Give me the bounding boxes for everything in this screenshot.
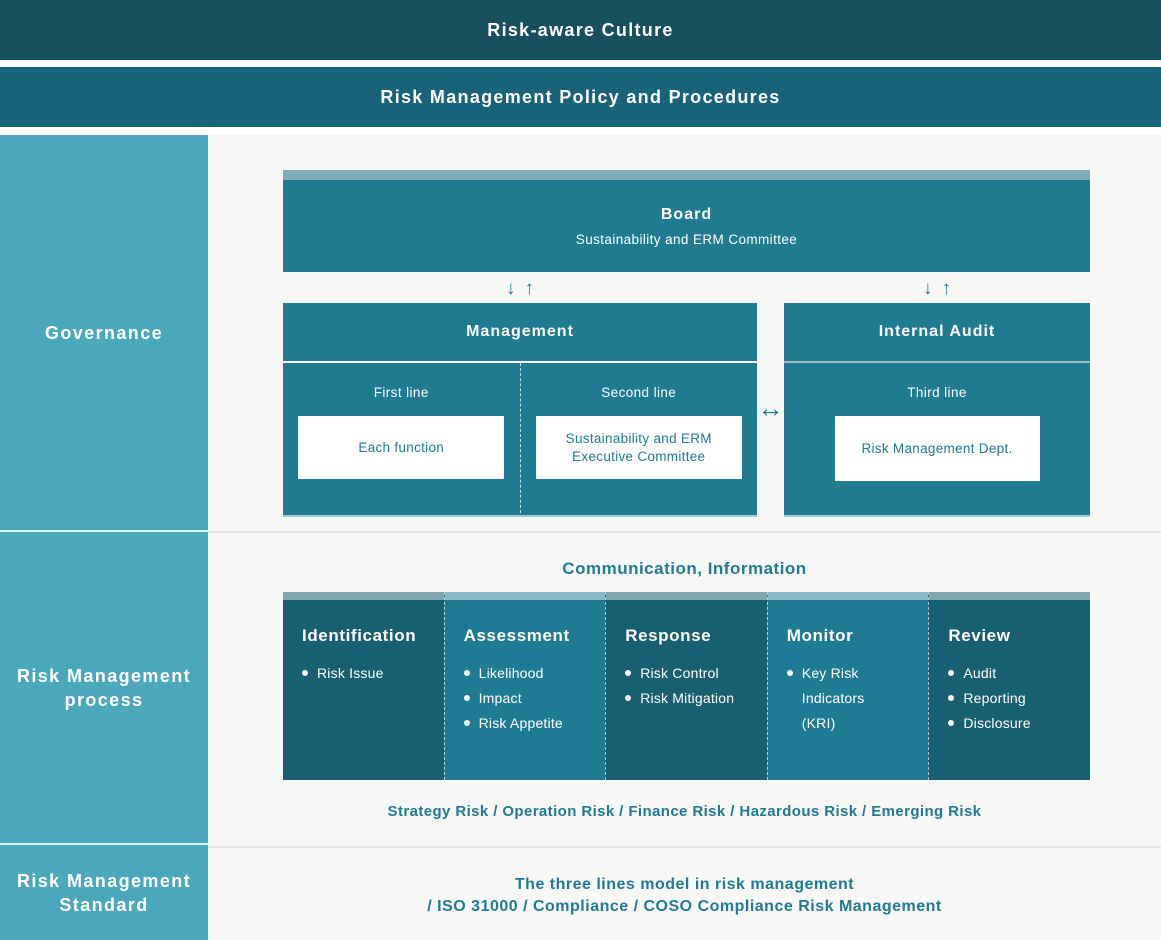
column-top-strip: [283, 592, 444, 600]
main-diagram-area: Board Sustainability and ERM Committee ↓…: [208, 135, 1161, 940]
policy-procedures-label: Risk Management Policy and Procedures: [380, 86, 781, 107]
sidebar-section-governance: Governance: [0, 135, 208, 532]
review-title: Review: [948, 626, 1011, 645]
risk-management-standard-text: The three lines model in risk management…: [208, 874, 1161, 918]
column-top-strip: [767, 592, 929, 600]
risk-aware-culture-label: Risk-aware Culture: [487, 19, 674, 40]
assessment-items: Likelihood Impact Risk Appetite: [463, 661, 606, 736]
left-right-arrow-icon: ↔: [757, 392, 784, 423]
erm-executive-committee-card: Sustainability and ERM Executive Committ…: [535, 416, 742, 479]
management-body: First line Each function Second line Sus…: [283, 363, 757, 513]
sidebar-governance-label: Governance: [44, 322, 164, 343]
board-title: Board: [660, 205, 713, 223]
sidebar-section-process: Risk Management process: [0, 532, 208, 845]
list-item: Key Risk Indicators (KRI): [786, 661, 879, 736]
sidebar-standard-label: Risk Management Standard: [16, 870, 192, 915]
risk-aware-culture-banner: Risk-aware Culture: [0, 0, 1161, 60]
board-audit-arrows: ↓ ↑: [907, 276, 967, 302]
monitor-items: Key Risk Indicators (KRI): [786, 661, 929, 736]
down-arrow-icon: ↓: [923, 278, 933, 299]
standard-line-1: The three lines model in risk management: [514, 876, 855, 893]
board-subtitle: Sustainability and ERM Committee: [575, 231, 798, 247]
list-item: Impact: [463, 686, 598, 711]
column-top-strip: [444, 592, 606, 600]
board-management-arrows: ↓ ↑: [490, 276, 550, 302]
list-item: Likelihood: [463, 661, 598, 686]
identification-title: Identification: [302, 626, 417, 645]
governance-process-divider: [208, 531, 1161, 533]
column-top-strip: [606, 592, 767, 600]
process-column-identification: Identification Risk Issue: [283, 592, 444, 780]
process-column-response: Response Risk Control Risk Mitigation: [605, 592, 767, 780]
first-line-label: First line: [373, 385, 429, 400]
third-line-column: Third line Risk Management Dept.: [784, 363, 1090, 513]
list-item: Risk Control: [625, 661, 759, 686]
second-line-column: Second line Sustainability and ERM Execu…: [521, 363, 758, 513]
up-arrow-icon: ↑: [941, 278, 952, 299]
board-box: Board Sustainability and ERM Committee: [283, 170, 1090, 272]
review-items: Audit Reporting Disclosure: [948, 661, 1090, 736]
assessment-title: Assessment: [463, 626, 570, 645]
internal-audit-title: Internal Audit: [784, 303, 1090, 363]
standard-line-2: / ISO 31000 / Compliance / COSO Complian…: [427, 898, 942, 915]
policy-procedures-banner: Risk Management Policy and Procedures: [0, 67, 1161, 127]
list-item: Audit: [948, 661, 1082, 686]
list-item: Risk Appetite: [463, 711, 598, 736]
internal-audit-body: Third line Risk Management Dept.: [784, 363, 1090, 513]
sidebar-process-label: Risk Management process: [16, 665, 192, 710]
identification-items: Risk Issue: [302, 661, 444, 686]
sidebar-section-standard: Risk Management Standard: [0, 845, 208, 940]
list-item: Reporting: [948, 686, 1082, 711]
list-item: Risk Issue: [302, 661, 436, 686]
risk-management-dept-card: Risk Management Dept.: [834, 416, 1040, 481]
sidebar: Governance Risk Management process Risk …: [0, 135, 208, 940]
risk-process-columns: Identification Risk Issue Assessment Lik…: [283, 592, 1090, 780]
process-column-assessment: Assessment Likelihood Impact Risk Appeti…: [443, 592, 606, 780]
internal-audit-box: Internal Audit Third line Risk Managemen…: [784, 303, 1090, 517]
down-arrow-icon: ↓: [506, 278, 516, 299]
column-top-strip: [929, 592, 1090, 600]
process-column-review: Review Audit Reporting Disclosure: [928, 592, 1090, 780]
third-line-label: Third line: [907, 385, 967, 400]
communication-information-heading: Communication, Information: [562, 559, 807, 578]
first-line-column: First line Each function: [283, 363, 521, 513]
management-box: Management First line Each function Seco…: [283, 303, 757, 517]
response-title: Response: [625, 626, 712, 645]
risk-categories-line: Strategy Risk / Operation Risk / Finance…: [387, 803, 982, 820]
each-function-card: Each function: [298, 416, 505, 479]
list-item: Disclosure: [948, 711, 1082, 736]
second-line-label: Second line: [601, 385, 677, 400]
list-item: Risk Mitigation: [625, 686, 759, 711]
process-standard-divider: [208, 846, 1161, 848]
management-title: Management: [283, 303, 757, 363]
response-items: Risk Control Risk Mitigation: [625, 661, 767, 711]
process-column-monitor: Monitor Key Risk Indicators (KRI): [766, 592, 929, 780]
monitor-title: Monitor: [786, 626, 854, 645]
up-arrow-icon: ↑: [524, 278, 535, 299]
